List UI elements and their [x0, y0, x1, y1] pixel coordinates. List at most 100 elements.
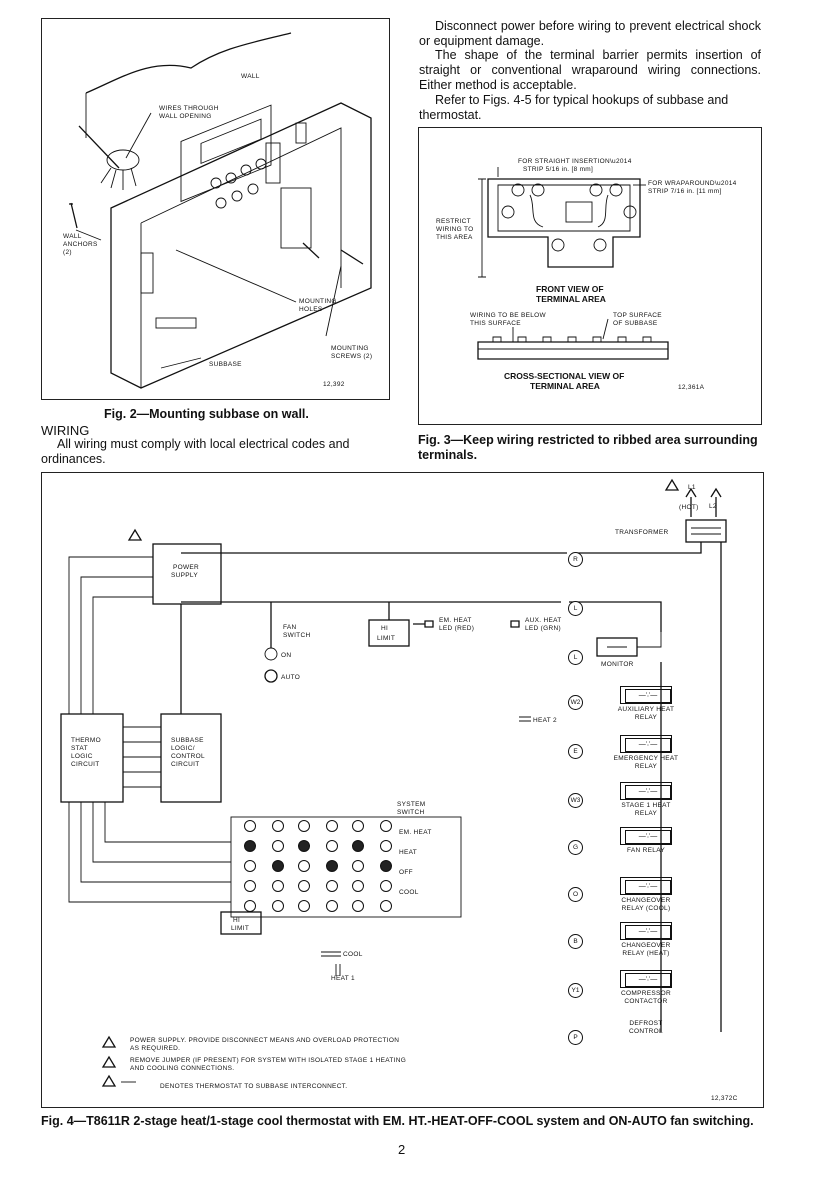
switch-contact [272, 820, 284, 832]
fig2-label-anchors: WALL [63, 233, 82, 240]
svg-text:12,372C: 12,372C [711, 1095, 738, 1102]
svg-text:FAN: FAN [283, 624, 297, 631]
terminal-y1: Y1 [568, 983, 583, 998]
switch-contact [298, 900, 310, 912]
svg-text:HEAT 1: HEAT 1 [331, 975, 355, 982]
system-switch-contacts [230, 816, 462, 918]
relay-coil-icon: —∵— [625, 689, 671, 703]
svg-text:COOL: COOL [343, 951, 363, 958]
svg-text:FRONT VIEW OF: FRONT VIEW OF [536, 284, 604, 294]
svg-text:(2): (2) [63, 249, 72, 256]
svg-text:TOP SURFACE: TOP SURFACE [613, 312, 662, 319]
svg-text:WIRING TO BE BELOW: WIRING TO BE BELOW [470, 312, 547, 319]
relay-0: —∵— [620, 686, 672, 704]
fig2-caption: Fig. 2—Mounting subbase on wall. [104, 407, 309, 421]
svg-text:FOR STRAIGHT INSERTION\u2014: FOR STRAIGHT INSERTION\u2014 [518, 158, 632, 165]
relay-1: —∵— [620, 735, 672, 753]
relay-4: —∵— [620, 877, 672, 895]
fig4-note1: POWER SUPPLY. PROVIDE DISCONNECT MEANS A… [130, 1037, 400, 1052]
relay-label: EMERGENCY HEAT RELAY [613, 755, 679, 770]
svg-text:SUPPLY: SUPPLY [171, 572, 198, 579]
fig3-frame [418, 127, 762, 425]
svg-text:SCREWS (2): SCREWS (2) [331, 353, 372, 360]
fig3-illustration: FOR STRAIGHT INSERTION\u2014 STRIP 5/16 … [436, 158, 737, 391]
fig4-caption: Fig. 4—T8611R 2-stage heat/1-stage cool … [41, 1114, 754, 1128]
svg-text:THIS AREA: THIS AREA [436, 234, 473, 241]
svg-text:CROSS-SECTIONAL VIEW OF: CROSS-SECTIONAL VIEW OF [504, 371, 624, 381]
terminal-p: P [568, 1030, 583, 1045]
switch-contact [326, 840, 338, 852]
paragraph-disconnect: Disconnect power before wiring to preven… [419, 19, 761, 48]
wiring-heading: WIRING [41, 423, 90, 438]
svg-text:CIRCUIT: CIRCUIT [71, 761, 99, 768]
svg-text:LED (GRN): LED (GRN) [525, 625, 561, 632]
svg-text:STRIP 7/16 in. [11 mm]: STRIP 7/16 in. [11 mm] [648, 188, 722, 195]
fig2-illustration: WALL WIRES THROUGH WALL OPENING WALL ANC… [63, 32, 372, 389]
svg-text:CONTROL: CONTROL [171, 753, 205, 760]
svg-text:SWITCH: SWITCH [397, 809, 424, 816]
svg-text:ANCHORS: ANCHORS [63, 241, 98, 248]
switch-contact [244, 840, 256, 852]
svg-text:L2: L2 [709, 503, 717, 510]
svg-text:THIS SURFACE: THIS SURFACE [470, 320, 521, 327]
terminal-b: B [568, 934, 583, 949]
svg-text:TRANSFORMER: TRANSFORMER [615, 529, 669, 536]
switch-contact [380, 840, 392, 852]
switch-contact [380, 900, 392, 912]
switch-contact [352, 880, 364, 892]
relay-label: AUXILIARY HEAT RELAY [617, 706, 675, 721]
svg-text:HEAT 2: HEAT 2 [533, 717, 557, 724]
relay-coil-icon: —∵— [625, 880, 671, 894]
page-number: 2 [398, 1142, 406, 1157]
relay-5: —∵— [620, 922, 672, 940]
svg-text:EM. HEAT: EM. HEAT [399, 829, 432, 836]
svg-text:MONITOR: MONITOR [601, 661, 634, 668]
switch-contact [298, 820, 310, 832]
fig2-code: 12,392 [323, 381, 345, 388]
fig2-label-subbase: SUBBASE [209, 361, 242, 368]
terminal-g: G [568, 840, 583, 855]
fig4-note2: REMOVE JUMPER (IF PRESENT) FOR SYSTEM WI… [130, 1057, 407, 1072]
svg-text:HEAT: HEAT [399, 849, 417, 856]
fig3-caption: Fig. 3—Keep wiring restricted to ribbed … [418, 433, 758, 462]
svg-text:LOGIC: LOGIC [71, 753, 93, 760]
switch-contact [272, 860, 284, 872]
relay-label: CHANGEOVER RELAY (COOL) [621, 897, 671, 912]
svg-text:STAT: STAT [71, 745, 88, 752]
fig4-note3: DENOTES THERMOSTAT TO SUBBASE INTERCONNE… [160, 1083, 348, 1090]
terminal-e: E [568, 744, 583, 759]
switch-contact [352, 820, 364, 832]
terminal-w2: W2 [568, 695, 583, 710]
svg-text:OFF: OFF [399, 869, 413, 876]
switch-contact [380, 820, 392, 832]
switch-contact [326, 900, 338, 912]
relay-coil-icon: —∵— [625, 973, 671, 987]
relay-2: —∵— [620, 782, 672, 800]
svg-text:HI: HI [233, 917, 240, 924]
terminal-r: R [568, 552, 583, 567]
svg-text:CIRCUIT: CIRCUIT [171, 761, 199, 768]
relay-label: DEFROST CONTROL [629, 1020, 663, 1035]
switch-contact [244, 900, 256, 912]
relay-coil-icon: —∵— [625, 830, 671, 844]
svg-text:L1: L1 [688, 484, 696, 491]
switch-contact [352, 860, 364, 872]
svg-text:LED (RED): LED (RED) [439, 625, 474, 632]
svg-text:FOR WRAPAROUND\u2014: FOR WRAPAROUND\u2014 [648, 180, 737, 187]
relay-coil-icon: —∵— [625, 785, 671, 799]
switch-contact [244, 880, 256, 892]
switch-contact [326, 860, 338, 872]
switch-contact [244, 820, 256, 832]
relay-coil-icon: —∵— [625, 738, 671, 752]
svg-text:(HOT): (HOT) [679, 504, 699, 511]
switch-contact [272, 900, 284, 912]
switch-contact [272, 880, 284, 892]
svg-text:LIMIT: LIMIT [231, 925, 249, 932]
fig2-frame [41, 18, 390, 400]
svg-text:LOGIC/: LOGIC/ [171, 745, 195, 752]
switch-contact [298, 880, 310, 892]
wiring-text: All wiring must comply with local electr… [41, 437, 350, 466]
fig4-frame [41, 472, 764, 1108]
paragraph-refer: Refer to Figs. 4-5 for typical hookups o… [419, 93, 729, 122]
fig2-label-mounting-holes: MOUNTING [299, 298, 337, 305]
